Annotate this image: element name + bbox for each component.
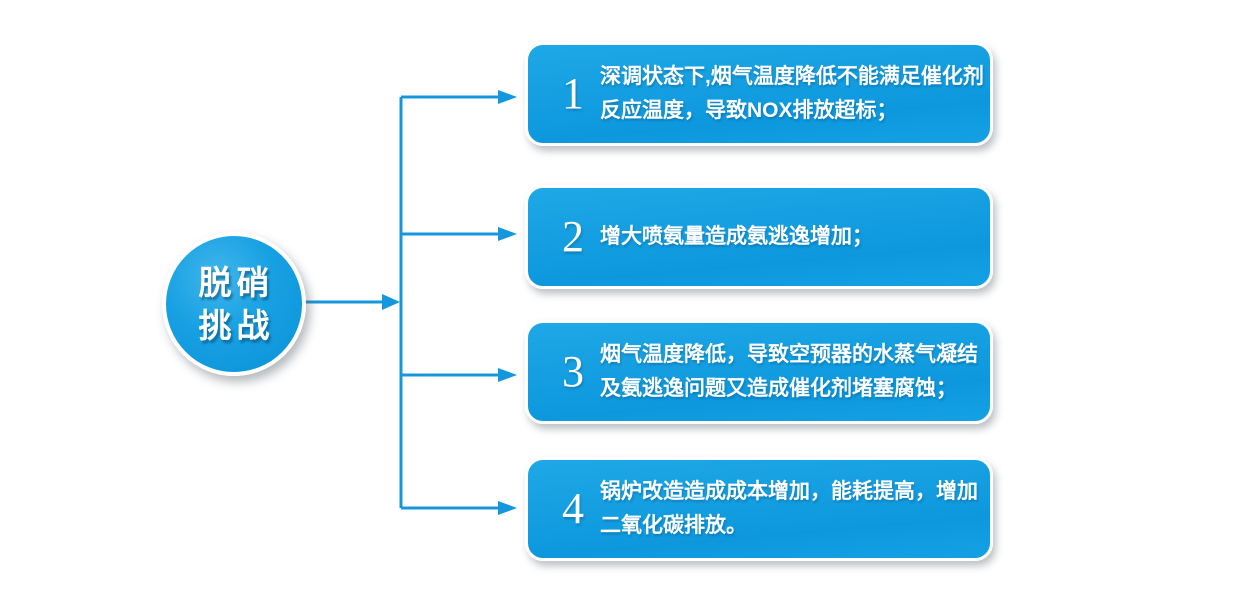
challenge-text-4: 锅炉改造造成成本增加，能耗提高，增加 二氧化碳排放。: [600, 475, 978, 543]
challenge-number-4: 4: [562, 484, 584, 533]
challenge-text-3: 烟气温度降低，导致空预器的水蒸气凝结 及氨逃逸问题又造成催化剂堵塞腐蚀；: [600, 338, 978, 406]
challenge-text-line: 增大喷氨量造成氨逃逸增加；: [600, 225, 873, 248]
hub-circle: 脱硝 挑战: [162, 232, 306, 376]
challenge-number-3: 3: [562, 347, 584, 396]
challenge-text-line: 反应温度，导致NOX排放超标；: [600, 99, 898, 122]
challenge-text-2: 增大喷氨量造成氨逃逸增加；: [600, 220, 873, 254]
arrowhead-icon: [498, 90, 517, 104]
challenge-box-3: 3 烟气温度降低，导致空预器的水蒸气凝结 及氨逃逸问题又造成催化剂堵塞腐蚀；: [525, 320, 993, 424]
arrowhead-icon: [382, 294, 400, 310]
challenge-text-line: 及氨逃逸问题又造成催化剂堵塞腐蚀；: [600, 377, 957, 400]
challenge-text-line: 烟气温度降低，导致空预器的水蒸气凝结: [600, 343, 978, 366]
challenge-text-line: 二氧化碳排放。: [600, 514, 747, 537]
hub-label-line: 脱硝: [198, 264, 275, 301]
challenge-box-1: 1 深调状态下,烟气温度降低不能满足催化剂 反应温度，导致NOX排放超标；: [525, 42, 993, 146]
hub-label: 脱硝 挑战: [194, 261, 275, 347]
arrowhead-icon: [498, 501, 517, 515]
challenge-box-2: 2 增大喷氨量造成氨逃逸增加；: [525, 185, 993, 289]
arrowhead-icon: [498, 227, 517, 241]
challenge-text-line: 深调状态下,烟气温度降低不能满足催化剂: [600, 65, 984, 88]
challenge-number-1: 1: [562, 69, 584, 118]
hub-label-line: 挑战: [198, 307, 275, 344]
arrowhead-icon: [498, 368, 517, 382]
challenge-box-4: 4 锅炉改造造成成本增加，能耗提高，增加 二氧化碳排放。: [525, 457, 993, 561]
challenge-text-1: 深调状态下,烟气温度降低不能满足催化剂 反应温度，导致NOX排放超标；: [600, 60, 984, 128]
challenge-number-2: 2: [562, 212, 584, 261]
challenge-text-line: 锅炉改造造成成本增加，能耗提高，增加: [600, 480, 978, 503]
